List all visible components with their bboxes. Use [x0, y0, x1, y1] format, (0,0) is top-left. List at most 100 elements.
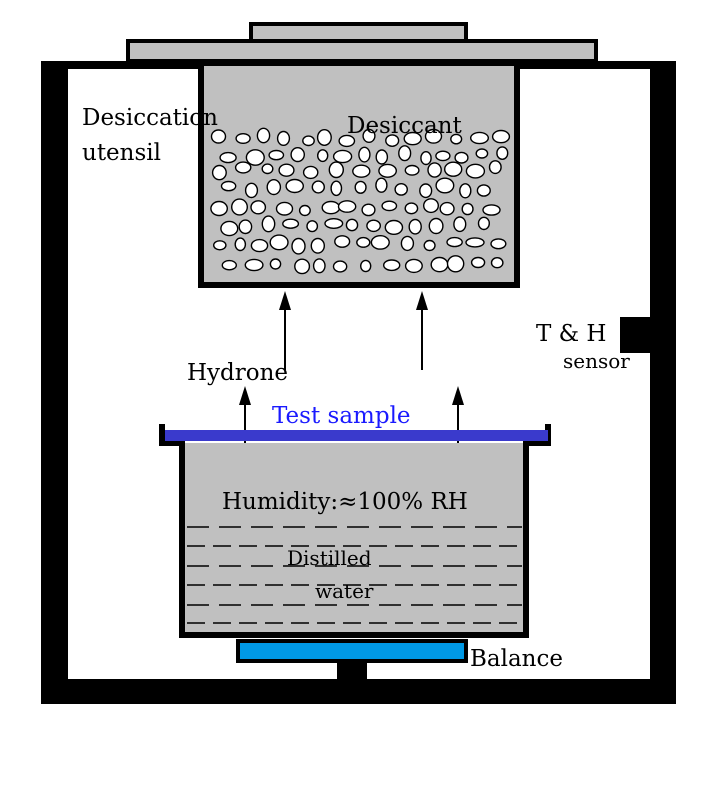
chamber-right-wall: [650, 61, 676, 704]
desiccant-pellet: [444, 161, 463, 177]
desiccant-pellet: [324, 217, 344, 229]
desiccant-pellet: [403, 131, 422, 146]
desiccant-pellet: [266, 179, 282, 196]
desiccant-pellet: [423, 239, 436, 252]
desiccant-pellet: [250, 238, 269, 253]
desiccant-pellet: [430, 256, 449, 273]
desiccant-pellet: [488, 160, 502, 175]
desiccant-pellet: [404, 164, 420, 176]
desiccant-pellet: [477, 216, 491, 231]
desiccant-pellet: [282, 218, 300, 229]
desiccant-pellet: [210, 129, 227, 144]
balance-stem: [337, 661, 367, 680]
th-sensor-label-line1: T & H: [536, 321, 607, 347]
desiccant-pellet: [230, 198, 248, 216]
desiccant-pellet: [461, 202, 474, 216]
desiccant-pellet: [439, 201, 455, 216]
chamber-walls: [41, 61, 676, 704]
desiccant-pellet: [375, 177, 388, 193]
desiccant-pellet: [358, 146, 371, 163]
desiccant-pellet: [219, 151, 237, 164]
chamber-top-wall-left: [41, 61, 207, 69]
desiccant-pellet: [424, 128, 443, 144]
desiccant-pellet: [269, 234, 289, 251]
desiccant-pellet: [234, 161, 252, 174]
desiccant-pellet: [250, 200, 267, 215]
desiccant-pellet: [220, 220, 239, 237]
desiccant-pellet: [298, 204, 311, 217]
desiccant-pellet: [400, 235, 415, 252]
desiccant-pellet: [470, 256, 486, 269]
desiccant-pellet: [381, 200, 398, 212]
desiccant-pellet: [321, 200, 341, 215]
distilled-water-label-line2: water: [315, 579, 374, 603]
desiccant-pellet: [394, 182, 409, 196]
arrowhead-right-upper: [416, 291, 428, 310]
desiccant-pellet: [446, 255, 465, 273]
desiccant-pellet: [427, 162, 442, 178]
desiccant-pellet: [446, 236, 463, 248]
desiccant-pellet: [476, 184, 491, 197]
desiccant-pellet: [302, 135, 315, 147]
desiccant-pellet: [366, 219, 381, 233]
test-dish-body: [182, 443, 526, 635]
desiccant-pellet: [465, 237, 485, 248]
desiccant-pellet: [459, 183, 472, 199]
arrowhead-left-upper: [279, 291, 291, 310]
desiccant-pellet: [212, 240, 227, 251]
desiccant-pellets: [210, 127, 511, 275]
desiccant-pellet: [210, 200, 229, 217]
desiccant-pellet: [482, 204, 501, 216]
desiccant-pellet: [290, 147, 306, 163]
desiccant-pellet: [375, 149, 389, 165]
desiccant-pellet: [454, 151, 469, 164]
desiccant-pellet: [244, 258, 264, 272]
desiccant-pellet: [384, 219, 404, 236]
desiccant-pellet: [428, 217, 444, 235]
desiccant-pellet: [316, 128, 332, 146]
desiccation-utensil-label-line2: utensil: [82, 140, 161, 166]
desiccant-pellet: [490, 257, 504, 269]
desiccant-pellet: [354, 180, 367, 194]
lid-handle: [249, 22, 468, 43]
desiccant-pellet: [291, 237, 306, 255]
desiccant-pellet: [278, 163, 295, 177]
desiccant-pellet: [220, 180, 237, 192]
desiccant-pellet: [475, 148, 489, 159]
chamber-top-wall-right: [517, 61, 676, 69]
desiccant-pellet: [334, 235, 351, 248]
balance-label: Balance: [470, 646, 563, 672]
desiccant-pellet: [332, 149, 353, 164]
desiccant-pellet: [275, 201, 294, 216]
arrowhead-right-lower: [452, 386, 464, 405]
th-sensor-block: [620, 317, 652, 353]
desiccant-pellet: [256, 127, 271, 144]
desiccant-pellet: [261, 215, 276, 233]
desiccant-pellet: [398, 145, 412, 162]
desiccant-pellet: [317, 149, 329, 163]
desiccant-pellet: [294, 258, 311, 275]
desiccant-pellet: [221, 259, 238, 271]
chamber-left-wall: [41, 61, 68, 704]
test-sample-label: Test sample: [272, 403, 411, 429]
desiccant-pellet: [328, 161, 344, 179]
desiccant-pellet: [408, 218, 422, 235]
desiccant-pellet: [419, 183, 433, 199]
desiccant-pellet: [238, 219, 253, 235]
desiccant-pellet: [423, 198, 440, 214]
desiccant-pellet: [330, 180, 343, 197]
desiccant-pellet: [332, 260, 348, 273]
desiccant-pellet: [311, 180, 325, 194]
desiccant-pellet: [235, 132, 251, 144]
desiccant-pellet: [362, 128, 376, 144]
desiccant-pellet: [404, 202, 419, 215]
desiccant-pellet: [276, 130, 291, 147]
desiccation-utensil-label-line1: Desiccation: [82, 105, 218, 131]
desiccant-pellet: [404, 258, 423, 274]
test-sample-film: [165, 430, 548, 441]
humidity-label: Humidity:≈100% RH: [222, 489, 468, 515]
desiccant-pellet: [269, 258, 282, 270]
desiccant-pellet: [302, 165, 319, 180]
